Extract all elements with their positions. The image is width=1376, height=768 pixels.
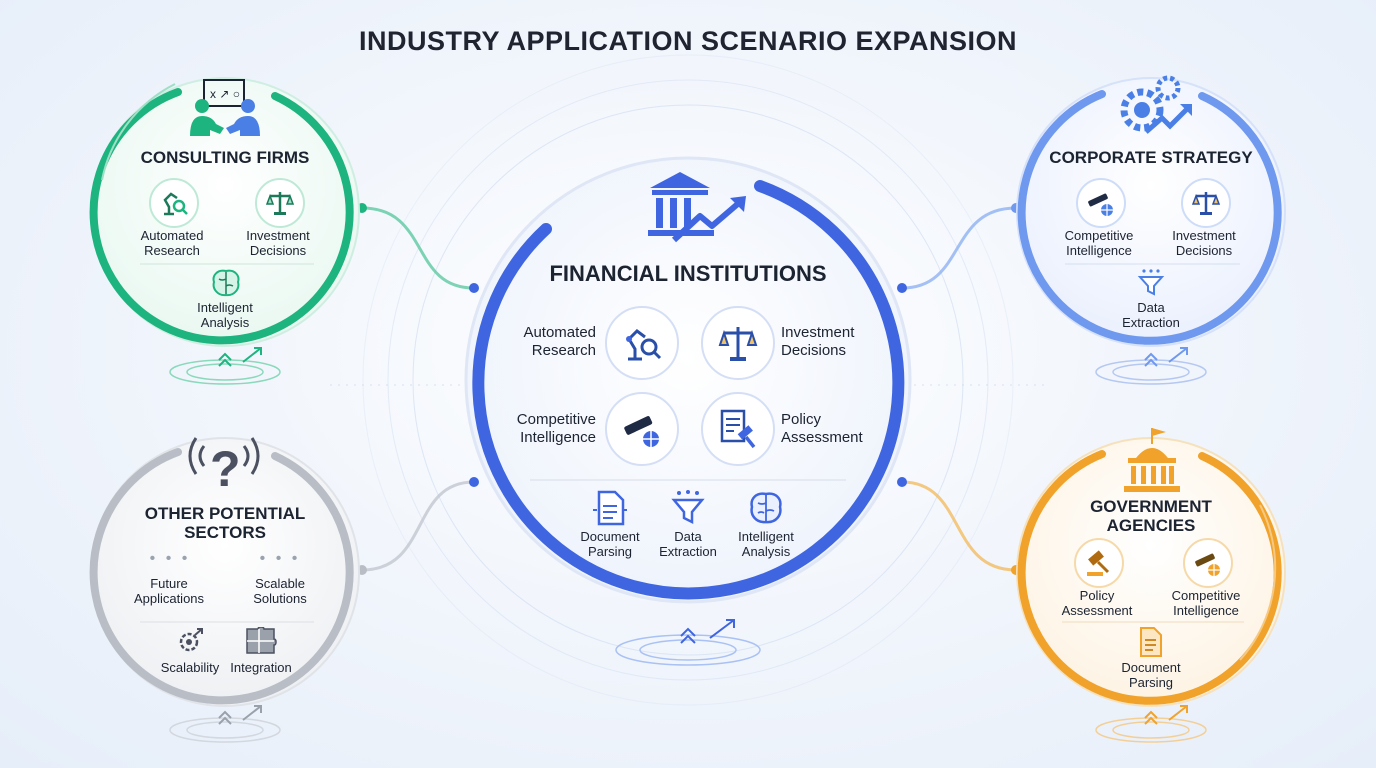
other-item-integration: Integration (230, 660, 292, 675)
background-guide-circles (330, 54, 1046, 706)
scale-icon (1181, 178, 1231, 228)
document-gavel-icon (701, 392, 775, 466)
connector-lines (361, 206, 1017, 572)
svg-text:?: ? (210, 441, 241, 497)
funnel-icon (668, 488, 708, 528)
other-item-scalability: Scalability (160, 660, 220, 675)
handshake-strategy-icon: x ↗ ○ (190, 79, 260, 136)
page-title: INDUSTRY APPLICATION SCENARIO EXPANSION (358, 26, 1018, 56)
other-node-ring (89, 437, 360, 707)
brain-icon (210, 268, 242, 298)
svg-text:x ↗ ○: x ↗ ○ (210, 87, 240, 101)
question-signal-icon: ? (188, 437, 260, 497)
document-icon (590, 488, 630, 528)
consulting-node-title: CONSULTING FIRMS (140, 148, 310, 167)
robot-arm-magnifier-icon (605, 306, 679, 380)
puzzle-icon (244, 626, 278, 656)
robot-arm-icon (149, 178, 199, 228)
capitol-building-icon (1124, 428, 1180, 492)
funnel-icon (1136, 268, 1166, 298)
corporate-node-title: CORPORATE STRATEGY (1049, 148, 1253, 167)
document-icon (1136, 626, 1166, 658)
gears-growth-icon (1120, 75, 1192, 134)
ellipsis-icon: • • • (259, 550, 301, 567)
scalability-icon (174, 626, 206, 656)
bank-growth-icon (648, 172, 746, 243)
telescope-icon (1076, 178, 1126, 228)
scale-icon (701, 306, 775, 380)
consulting-node-ring (89, 77, 360, 347)
gavel-icon (1074, 538, 1124, 588)
center-node-ring (464, 156, 912, 604)
corporate-node-ring (1016, 77, 1286, 347)
telescope-globe-icon (605, 392, 679, 466)
center-node-title: FINANCIAL INSTITUTIONS (549, 261, 827, 286)
ellipsis-icon: • • • (149, 550, 191, 567)
scale-icon (255, 178, 305, 228)
platform-pads (169, 347, 1207, 743)
brain-icon (746, 488, 786, 528)
telescope-icon (1183, 538, 1233, 588)
